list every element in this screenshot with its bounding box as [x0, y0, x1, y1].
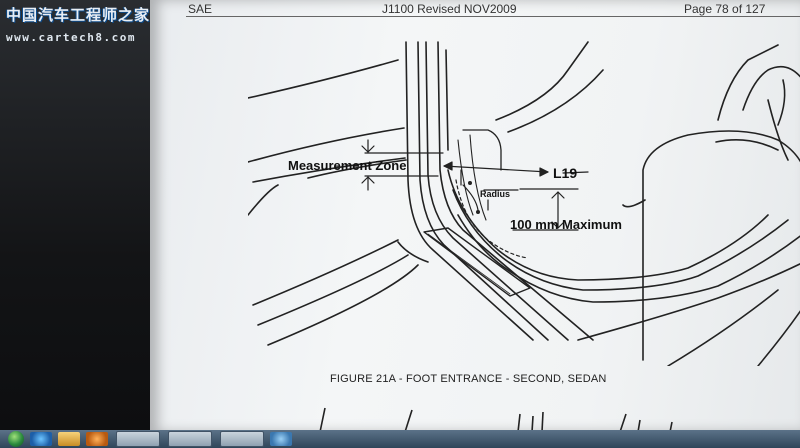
foot-entrance-diagram: Measurement Zone L19 Radius 100 mm Maxim…: [248, 41, 800, 366]
header-document-id: J1100 Revised NOV2009: [382, 2, 517, 16]
taskbar-window-item[interactable]: [168, 431, 212, 447]
header-org: SAE: [188, 2, 213, 16]
front-door-lines: [248, 59, 407, 216]
radius-dashed-line: [455, 179, 529, 259]
media-icon[interactable]: [86, 432, 108, 446]
dimension-lines: [361, 139, 589, 231]
watermark-chinese: 中国汽车工程师之家: [6, 6, 151, 24]
next-figure-lines: [319, 407, 673, 432]
pillar-detail-lines: [457, 41, 604, 221]
door-opening-lines: [447, 169, 800, 366]
figure-caption: FIGURE 21A - FOOT ENTRANCE - SECOND, SED…: [330, 373, 607, 385]
watermark: 中国汽车工程师之家 www.cartech8.com: [6, 4, 156, 44]
label-measurement-zone: Measurement Zone: [288, 158, 406, 173]
radius-point: [468, 181, 472, 185]
label-l19: L19: [553, 165, 577, 181]
taskbar-window-item[interactable]: [116, 431, 160, 447]
label-100mm-maximum: 100 mm Maximum: [510, 217, 622, 232]
header-page-number: Page 78 of 127: [684, 2, 766, 16]
header-rule: [186, 16, 800, 17]
folder-icon[interactable]: [58, 432, 80, 446]
label-radius: Radius: [480, 189, 510, 199]
browser-icon[interactable]: [30, 432, 52, 446]
sill-lines: [252, 239, 429, 346]
app-icon[interactable]: [270, 432, 292, 446]
taskbar-window-item[interactable]: [220, 431, 264, 447]
watermark-url: www.cartech8.com: [6, 31, 136, 44]
rear-seat-lines: [622, 44, 800, 361]
taskbar: [0, 430, 800, 448]
start-button[interactable]: [8, 431, 24, 447]
document-page: SAE J1100 Revised NOV2009 Page 78 of 127: [150, 0, 800, 432]
scuff-plate: [423, 227, 531, 297]
monitor-bezel: [0, 0, 150, 430]
